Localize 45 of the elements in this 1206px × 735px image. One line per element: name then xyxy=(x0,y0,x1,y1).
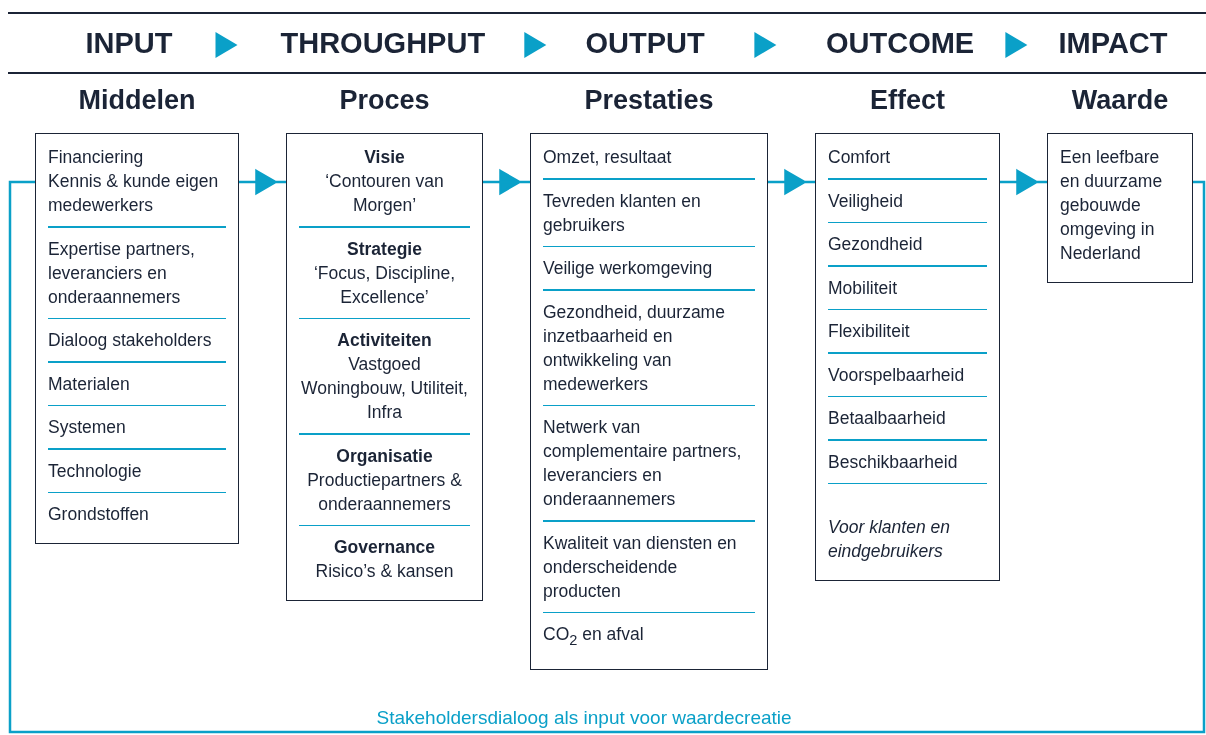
list-item: Organisatie Productiepartners & onderaannemers xyxy=(306,444,463,516)
list-item: Gezondheid, duurzame inzetbaarheid en ontwikkeling van medewerkers xyxy=(543,300,726,396)
list-item: Veiligheid xyxy=(828,189,904,213)
list-item: Kennis & kunde eigen medewerkers xyxy=(48,170,220,217)
flow-arrow xyxy=(998,169,1049,195)
list-item: Governance Risico’s & kansen xyxy=(314,536,455,583)
stage-label: IMPACT xyxy=(1058,26,1168,60)
list-item: Gezondheid xyxy=(828,233,924,256)
list-item: Dialoog stakeholders xyxy=(48,329,213,352)
list-item: Materialen xyxy=(48,372,131,396)
list-item: Flexibiliteit xyxy=(828,320,911,343)
list-item: Betaalbaarheid xyxy=(828,407,947,430)
stage-label: OUTPUT xyxy=(585,26,705,60)
list-item: Expertise partners, leveranciers en onderaannemers xyxy=(48,237,196,309)
list-item: Netwerk van complementaire partners, leveranciers en onderaannemers xyxy=(543,416,743,511)
list-item: Veilige werkomgeving xyxy=(543,257,714,280)
list-item: Een leefbare en duurzame gebouwde omgeving in Nederland xyxy=(1060,146,1164,265)
column-heading: Waarde xyxy=(1070,84,1170,117)
flow-arrow xyxy=(481,169,532,195)
list-item: Kwaliteit van diensten en onderscheidende producten xyxy=(543,531,738,603)
list-item: Voor klanten en eindgebruikers xyxy=(828,516,951,563)
list-item: Voorspelbaarheid xyxy=(828,363,966,387)
column-heading: Proces xyxy=(338,84,431,117)
list-item: Comfort xyxy=(828,146,892,169)
column-heading: Prestaties xyxy=(583,84,715,117)
list-item: Visie ‘Contouren van Morgen’ xyxy=(324,146,445,217)
stage-label: INPUT xyxy=(85,26,173,60)
stage-label: THROUGHPUT xyxy=(280,26,486,60)
list-item: Omzet, resultaat xyxy=(543,146,673,169)
list-item: CO$_{2}$ en afval xyxy=(543,623,645,650)
list-item: Technologie xyxy=(48,459,143,483)
stage-label: OUTCOME xyxy=(826,26,975,60)
flow-arrow xyxy=(237,169,288,195)
list-item: Mobiliteit xyxy=(828,276,899,300)
list-item: Grondstoffen xyxy=(48,503,150,526)
list-item: Strategie ‘Focus, Discipline, Excellence’ xyxy=(313,237,456,309)
feedback-line xyxy=(8,180,1206,734)
column-heading: Effect xyxy=(869,84,946,117)
list-item: Beschikbaarheid xyxy=(828,450,959,474)
column-heading: Middelen xyxy=(77,84,197,117)
flow-arrow xyxy=(766,169,817,195)
list-item: Tevreden klanten en gebruikers xyxy=(543,189,702,237)
list-item: Systemen xyxy=(48,416,127,439)
list-item: Activiteiten Vastgoed Woningbouw, Utiliteit, Infra xyxy=(300,329,469,424)
list-item: Financiering xyxy=(48,146,145,169)
